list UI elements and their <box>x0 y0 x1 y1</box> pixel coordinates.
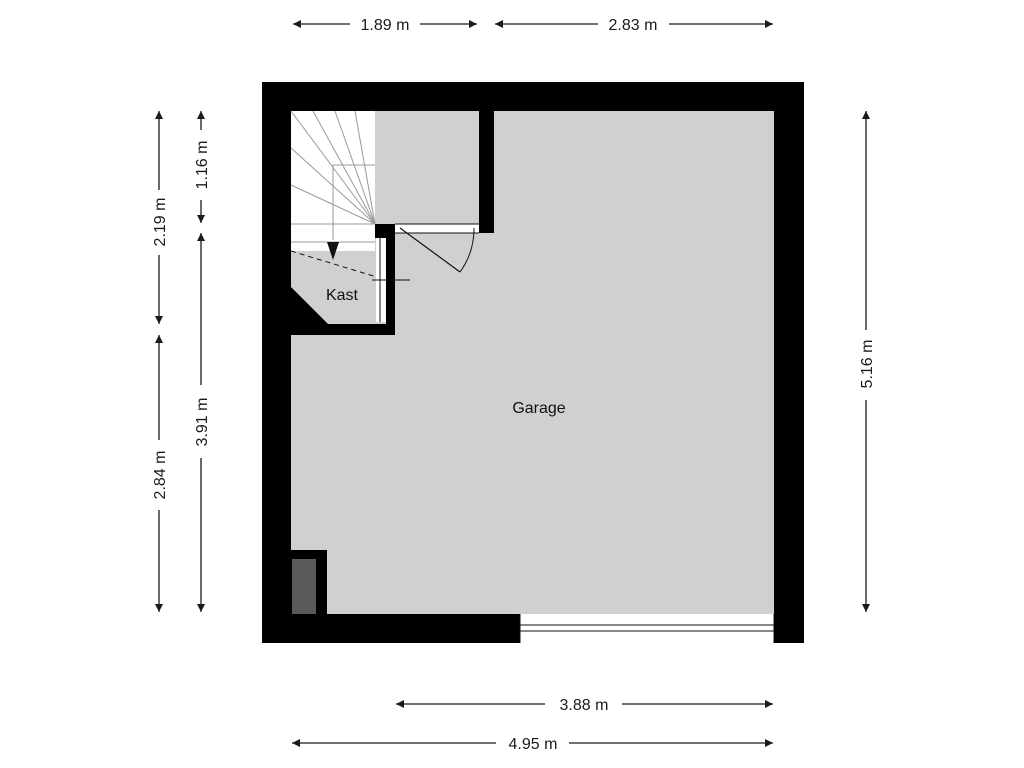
dim-right: 5.16 m <box>859 340 876 389</box>
hall-door-swing <box>459 227 475 273</box>
stair-direction-arrow <box>327 242 339 260</box>
dim-top-left: 1.89 m <box>361 17 410 34</box>
utility-block <box>292 559 316 614</box>
room-label-kast: Kast <box>326 287 359 304</box>
hall-door-opening <box>395 224 479 233</box>
partition-wall <box>479 111 494 233</box>
hall-door-leaf <box>399 227 461 273</box>
dim-bottom-inner: 3.88 m <box>560 697 609 714</box>
kast-triangle <box>291 287 330 326</box>
stair-cutline <box>290 250 381 279</box>
garage-door-opening <box>520 614 774 643</box>
dim-left-inner-top: 1.16 m <box>194 141 211 190</box>
room-label-garage: Garage <box>512 400 565 417</box>
kast-bottom-wall <box>291 324 395 335</box>
dim-left-inner-bottom: 3.91 m <box>194 398 211 447</box>
dim-top-right: 2.83 m <box>609 17 658 34</box>
dim-left-outer-top: 2.19 m <box>152 198 169 247</box>
dim-left-outer-bottom: 2.84 m <box>152 451 169 500</box>
dim-bottom-outer: 4.95 m <box>509 736 558 753</box>
